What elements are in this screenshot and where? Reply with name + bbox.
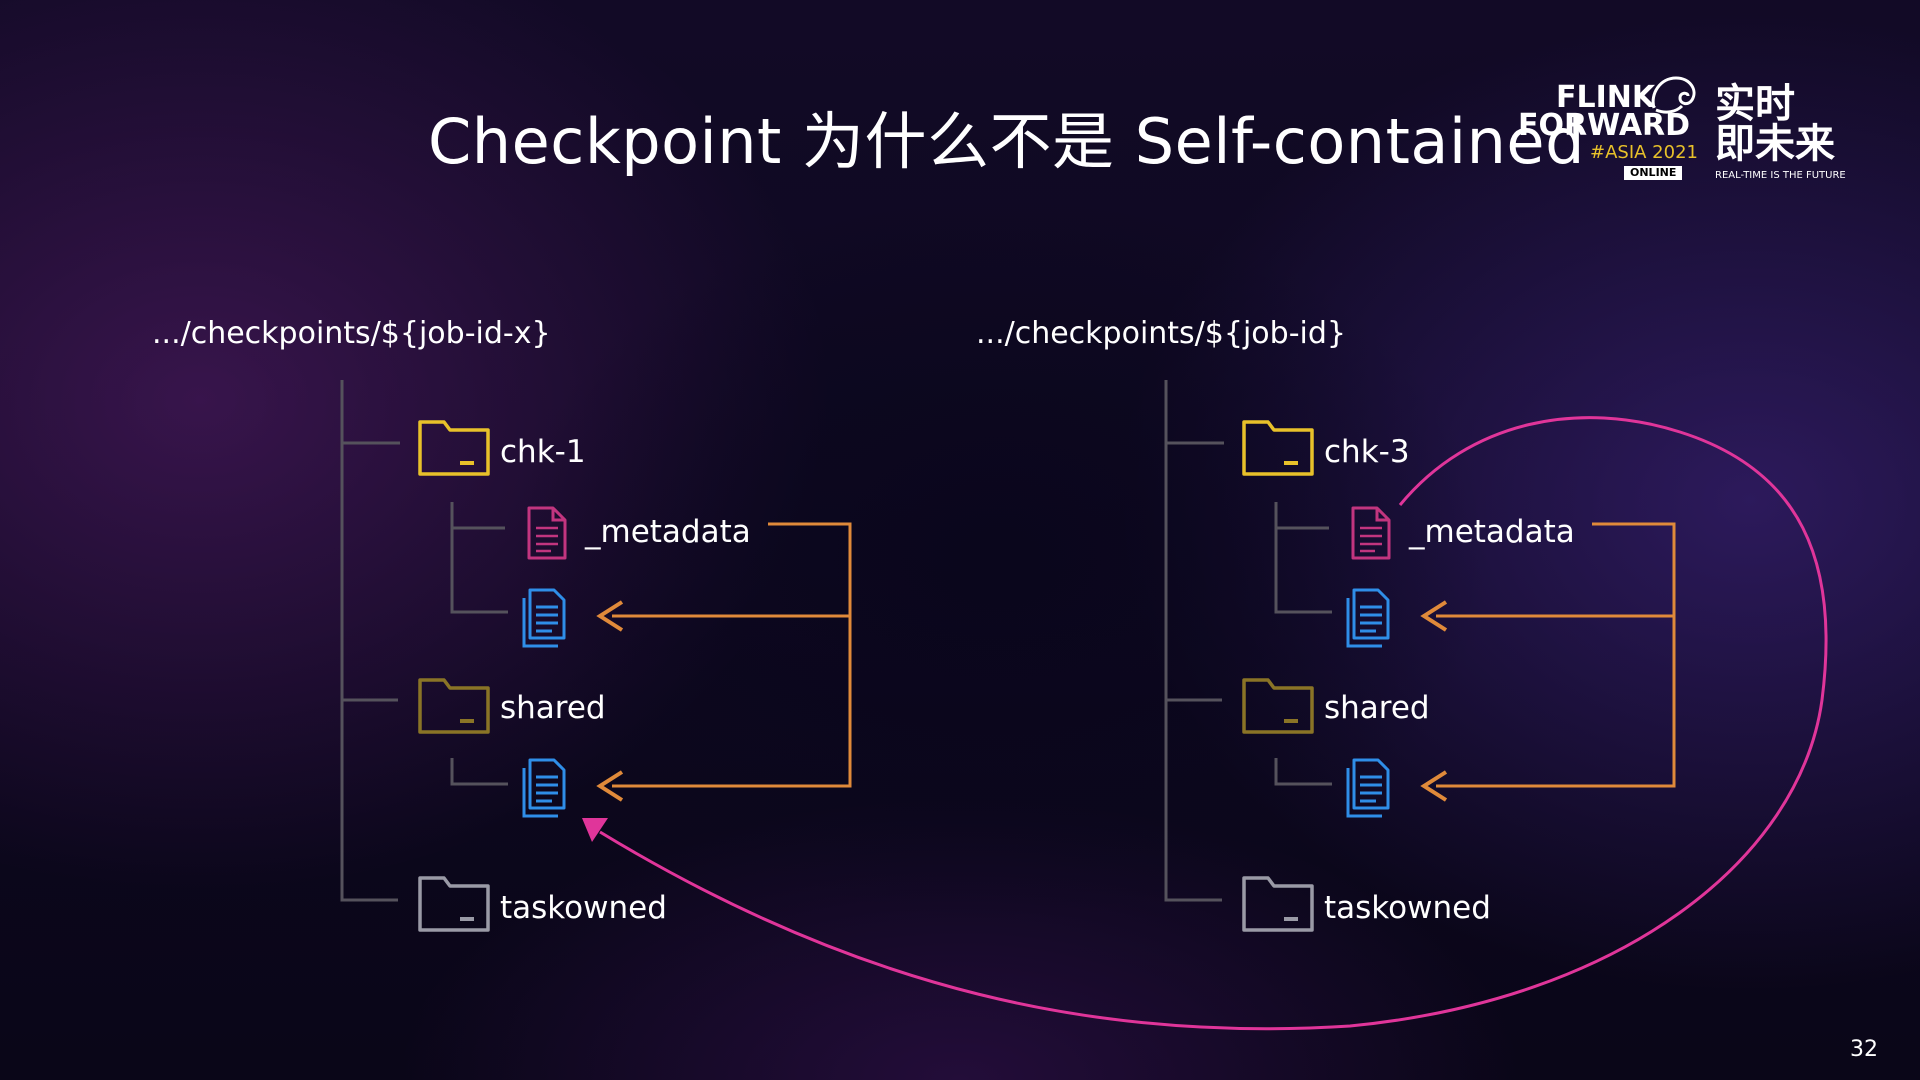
left-tree-lines xyxy=(340,380,508,902)
right-metadata-label: _metadata xyxy=(1409,514,1575,550)
left-taskowned-label: taskowned xyxy=(500,890,667,926)
left-path-label: .../checkpoints/${job-id-x} xyxy=(152,316,551,351)
squirrel-icon xyxy=(1651,76,1696,114)
right-chk-label: chk-3 xyxy=(1324,434,1410,470)
logo-cn-line2: 即未来 xyxy=(1715,121,1835,167)
logo-line1: FLINK xyxy=(1556,80,1656,115)
left-tree xyxy=(340,380,852,932)
logo-badge: ONLINE xyxy=(1624,166,1683,180)
metadata-file-icon xyxy=(527,506,567,560)
right-tree-lines xyxy=(1164,380,1332,902)
left-chk-label: chk-1 xyxy=(500,434,586,470)
cross-checkpoint-reference-arrow xyxy=(582,416,1828,1031)
left-metadata-label: _metadata xyxy=(585,514,751,550)
logo-tag: #ASIA 2021 xyxy=(1590,142,1698,163)
metadata-file-icon xyxy=(1351,506,1391,560)
data-file-icon xyxy=(522,758,566,818)
left-metadata-reference-arrows xyxy=(596,522,852,802)
data-file-icon xyxy=(1346,588,1390,648)
data-file-icon xyxy=(522,588,566,648)
right-taskowned-label: taskowned xyxy=(1324,890,1491,926)
folder-icon xyxy=(418,420,490,476)
folder-icon xyxy=(418,678,490,734)
folder-icon xyxy=(418,876,490,932)
right-shared-label: shared xyxy=(1324,690,1430,726)
folder-icon xyxy=(1242,678,1314,734)
folder-icon xyxy=(1242,876,1314,932)
logo-cn-line1: 实时 xyxy=(1715,81,1795,127)
logo-line2: FORWARD xyxy=(1518,108,1691,143)
slide-title: Checkpoint 为什么不是 Self-contained xyxy=(428,105,1585,178)
data-file-icon xyxy=(1346,758,1390,818)
right-tree xyxy=(1164,380,1676,932)
logo-cn-sub: REAL-TIME IS THE FUTURE xyxy=(1715,170,1846,181)
left-shared-label: shared xyxy=(500,690,606,726)
folder-icon xyxy=(1242,420,1314,476)
flink-forward-logo: FLINK FORWARD #ASIA 2021 ONLINE xyxy=(1518,76,1698,188)
page-number: 32 xyxy=(1850,1037,1878,1062)
right-metadata-reference-arrows xyxy=(1420,522,1676,802)
realtime-future-logo: 实时 即未来 REAL-TIME IS THE FUTURE xyxy=(1715,81,1846,182)
right-path-label: .../checkpoints/${job-id} xyxy=(976,316,1346,351)
